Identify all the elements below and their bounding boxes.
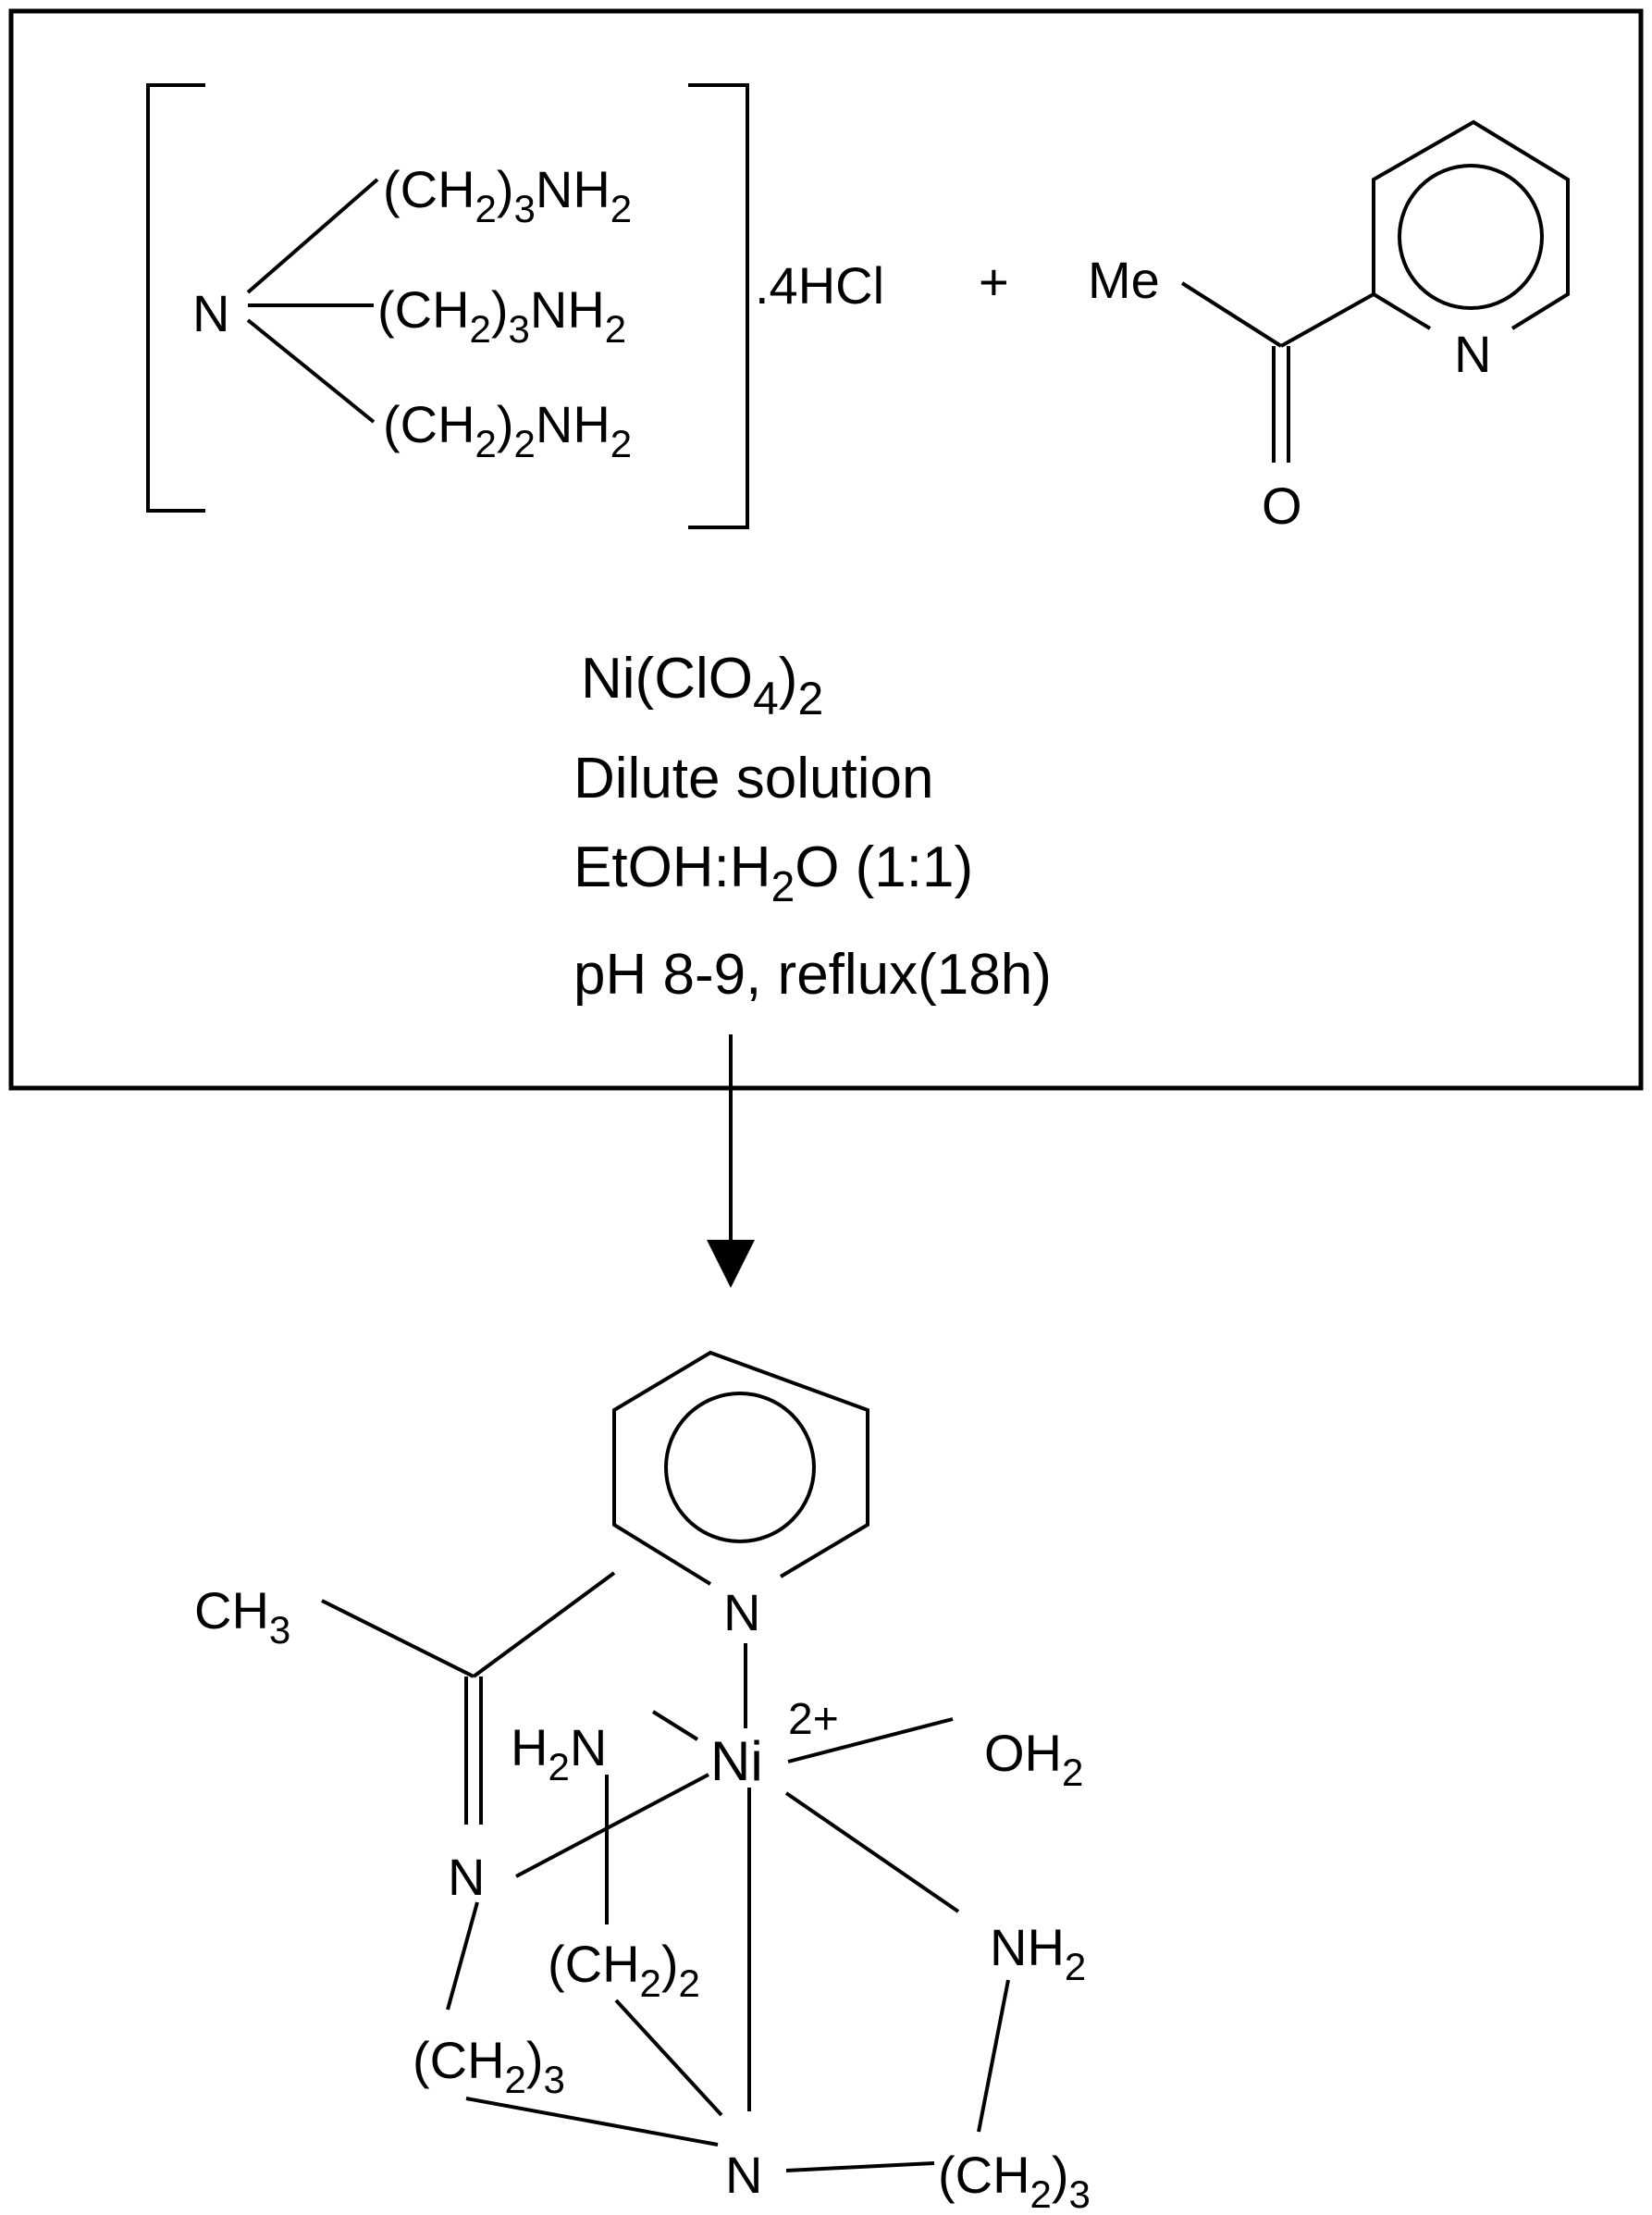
- propylene-left-tertiary-bond: [465, 2097, 719, 2147]
- product-charge: 2+: [788, 1695, 839, 1744]
- arrow-head: [707, 1240, 755, 1288]
- salt-suffix: .4HCl: [755, 256, 884, 315]
- ni-water-bond: [787, 1717, 954, 1763]
- product-tertiary-nitrogen: N: [725, 2146, 762, 2204]
- amine-arm-3: (CH2)2NH2: [383, 395, 632, 465]
- ni-amine-right-bond: [784, 1791, 960, 1913]
- product-water-ligand: OH2: [984, 1724, 1083, 1794]
- amine-arm-1: (CH2)3NH2: [383, 160, 632, 230]
- reaction-arrow: [707, 1034, 755, 1288]
- ni-imine-bond: [515, 1773, 709, 1878]
- product-imine-nitrogen: N: [448, 1848, 485, 1906]
- methyl-imine-bond: [321, 1599, 475, 1678]
- propylene-right-tertiary-bond: [785, 2161, 935, 2172]
- imine-ring-bond: [472, 1571, 616, 1678]
- carbonyl-oxygen-label: O: [1262, 476, 1302, 535]
- amine-right-propylene-bond: [977, 1979, 1010, 2133]
- left-bracket: [146, 83, 205, 513]
- product-aromatic-circle: [664, 1392, 816, 1543]
- right-bracket: [688, 83, 749, 529]
- product-nickel: Ni: [710, 1730, 763, 1792]
- product-pyridine-nitrogen: N: [723, 1583, 760, 1641]
- pyridine-ring: [1372, 119, 1570, 330]
- pyridine-nitrogen-label: N: [1454, 325, 1491, 383]
- acetylpyridine: Me O N: [1088, 119, 1570, 535]
- reaction-conditions: Ni(ClO4)2 Dilute solution EtOH:H2O (1:1)…: [573, 647, 1052, 1007]
- condition-ph-reflux: pH 8-9, reflux(18h): [573, 943, 1052, 1007]
- carbonyl-ring-bond: [1280, 292, 1375, 348]
- ketone-methyl-label: Me: [1088, 251, 1160, 309]
- nickel-complex: N CH3 N Ni 2+ OH2 H2N NH2 (C: [194, 1350, 1091, 2215]
- imine-propylene-bond: [446, 1901, 479, 2011]
- ni-amine-left-bond: [651, 1710, 699, 1741]
- product-chain-propylene-left: (CH2)3: [413, 2031, 565, 2101]
- plus-sign: +: [979, 253, 1009, 311]
- condition-dilute: Dilute solution: [573, 747, 933, 811]
- product-chain-propylene-right: (CH2)3: [938, 2146, 1091, 2215]
- product-chain-ethylene: (CH2)2: [548, 1935, 700, 2005]
- amine-bond-3: [246, 318, 376, 424]
- ethylene-tertiary-bond: [614, 1998, 723, 2117]
- methyl-carbonyl-bond: [1180, 281, 1283, 348]
- amine-arm-2: (CH2)3NH2: [377, 280, 626, 351]
- pyridine-aromatic-circle: [1398, 164, 1544, 310]
- amine-center-nitrogen: N: [192, 284, 229, 342]
- condition-reagent: Ni(ClO4)2: [581, 647, 823, 724]
- amine-bond-1: [246, 178, 379, 294]
- product-amine-right: NH2: [990, 1918, 1086, 1988]
- condition-solvent: EtOH:H2O (1:1): [573, 835, 973, 910]
- product-methyl: CH3: [194, 1581, 290, 1652]
- reactant-box: [8, 8, 1644, 1091]
- tetraamine-salt: N (CH2)3NH2 (CH2)3NH2 (CH2)2NH2 .4HCl: [146, 83, 884, 529]
- product-amine-left: H2N: [511, 1718, 607, 1788]
- product-pyridine-ring: [612, 1350, 869, 1586]
